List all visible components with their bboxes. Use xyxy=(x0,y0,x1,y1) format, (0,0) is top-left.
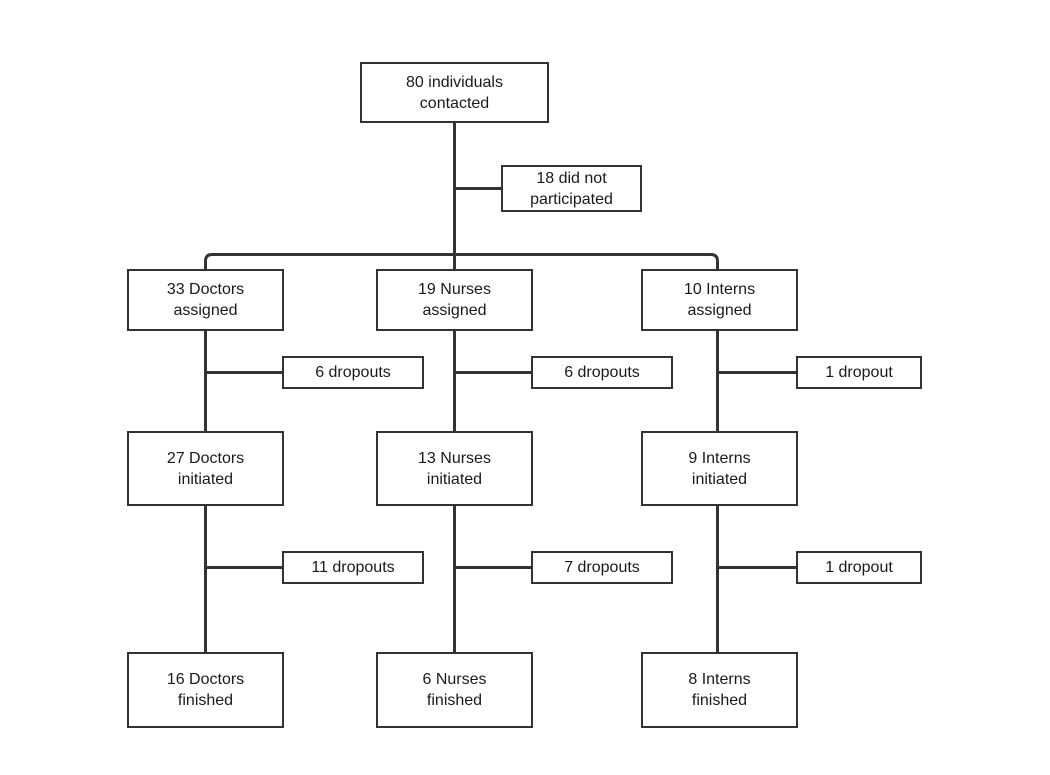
connector-doctors-dropout-1 xyxy=(204,371,282,374)
connector-nurses-dropout-1 xyxy=(453,371,531,374)
node-interns-finished: 8 Interns finished xyxy=(641,652,798,728)
connector-interns-dropout-2 xyxy=(716,566,796,569)
connector-interns-dropout-1 xyxy=(716,371,796,374)
node-interns-initiated: 9 Interns initiated xyxy=(641,431,798,506)
node-doctors-finished: 16 Doctors finished xyxy=(127,652,284,728)
connector-doctors-2 xyxy=(204,505,207,653)
node-doctors-dropout-1: 6 dropouts xyxy=(282,356,424,389)
node-nurses-finished: 6 Nurses finished xyxy=(376,652,533,728)
connector-nurses-dropout-2 xyxy=(453,566,531,569)
node-nurses-dropout-2: 7 dropouts xyxy=(531,551,673,584)
node-nurses-initiated: 13 Nurses initiated xyxy=(376,431,533,506)
node-interns-assigned: 10 Interns assigned xyxy=(641,269,798,331)
connector-interns-1 xyxy=(716,330,719,432)
connector-nurses-1 xyxy=(453,330,456,432)
node-doctors-dropout-2: 11 dropouts xyxy=(282,551,424,584)
node-nurses-dropout-1: 6 dropouts xyxy=(531,356,673,389)
node-nurses-assigned: 19 Nurses assigned xyxy=(376,269,533,331)
node-not-participated: 18 did not participated xyxy=(501,165,642,212)
connector-excluded-branch xyxy=(453,187,501,190)
node-interns-dropout-2: 1 dropout xyxy=(796,551,922,584)
node-contacted: 80 individuals contacted xyxy=(360,62,549,123)
connector-interns-2 xyxy=(716,505,719,653)
connector-nurses-2 xyxy=(453,505,456,653)
node-doctors-assigned: 33 Doctors assigned xyxy=(127,269,284,331)
node-doctors-initiated: 27 Doctors initiated xyxy=(127,431,284,506)
connector-doctors-dropout-2 xyxy=(204,566,282,569)
node-interns-dropout-1: 1 dropout xyxy=(796,356,922,389)
connector-doctors-1 xyxy=(204,330,207,432)
